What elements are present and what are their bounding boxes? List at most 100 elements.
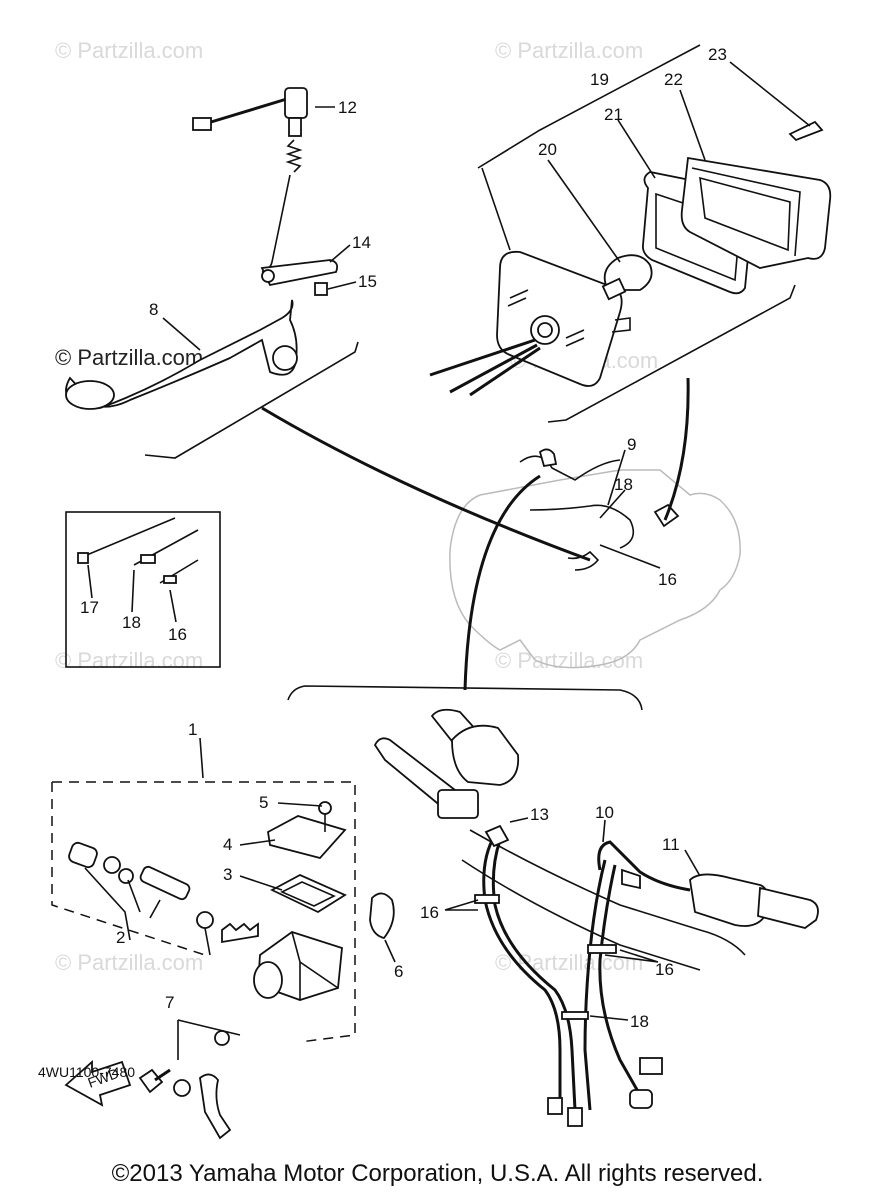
leader-15 [327, 281, 357, 290]
pointer-harness-to-atv [463, 474, 541, 691]
brake-switch-stem [288, 117, 302, 137]
callout-5: 5 [259, 793, 268, 812]
callout-11: 11 [662, 835, 680, 854]
leader-8 [162, 317, 201, 351]
brake-switch-spring [285, 139, 303, 173]
leader-22 [679, 89, 706, 161]
leader-4 [239, 839, 276, 846]
piston [139, 865, 191, 901]
bracket-screw [314, 282, 328, 296]
piston-ring-1 [103, 856, 121, 874]
tail-lens-edge [691, 167, 801, 257]
brake-switch-connector-13 [484, 824, 510, 848]
diaphragm-inner [280, 881, 336, 907]
cable-tie-17 [81, 517, 176, 558]
callout-2: 2 [116, 928, 125, 947]
piston-ring-2 [118, 868, 134, 884]
lens-screw [788, 120, 824, 142]
copyright-notice: ©2013 Yamaha Motor Corporation, U.S.A. A… [111, 1160, 764, 1187]
brake-hose-fitting [199, 1073, 232, 1140]
harness-connector-b [567, 1107, 583, 1127]
callout-16-right: 16 [655, 960, 674, 979]
clamp-inset [65, 511, 221, 668]
group-base-outline [144, 341, 359, 459]
drawing-code: 4WU1100-7480 [38, 1064, 135, 1080]
leader-14 [329, 244, 351, 263]
harness-main-1 [482, 834, 562, 1100]
cap-screw-head [318, 801, 332, 815]
pointer-tail-to-atv [663, 377, 690, 521]
leader-1 [199, 737, 204, 779]
callout-22: 22 [664, 70, 683, 89]
callout-20: 20 [538, 140, 557, 159]
switch-lead-connector [621, 868, 641, 890]
leader-23 [729, 61, 811, 127]
piston-seal [196, 911, 214, 929]
atv-grip [538, 448, 558, 468]
band-16-clip [163, 575, 177, 584]
tail-light-group [429, 44, 832, 423]
union-bolt-shaft [154, 1068, 171, 1082]
switch-bracket [260, 259, 339, 287]
callout-16-inset: 16 [168, 625, 187, 644]
callout-9: 9 [627, 435, 636, 454]
atv-silhouette [449, 448, 741, 669]
harness-main-2 [491, 839, 577, 1111]
leader-9 [607, 449, 626, 506]
atv-outline [449, 469, 741, 669]
clamp-16-right [587, 944, 617, 954]
leader-20 [547, 159, 621, 263]
right-grip [757, 886, 819, 929]
harness-main-4 [598, 864, 642, 1096]
callout-21: 21 [604, 105, 623, 124]
tail-wire-2 [449, 343, 538, 394]
harness-connector-d [639, 1057, 663, 1075]
tail-wire-3 [469, 346, 541, 397]
union-washer [173, 1079, 191, 1097]
harness-connector-c [629, 1089, 653, 1109]
pedal-pivot [272, 345, 298, 371]
reservoir-cap [267, 815, 347, 860]
base-slot-4 [565, 337, 585, 347]
callout-1: 1 [188, 720, 197, 739]
callout-14: 14 [352, 233, 371, 252]
callout-15: 15 [358, 272, 377, 291]
callout-16-atv: 16 [658, 570, 677, 589]
tail-group-base-outline [547, 284, 796, 423]
watermark-brake: © Partzilla.com [55, 345, 203, 370]
return-spring [221, 922, 259, 944]
callout-8: 8 [149, 300, 158, 319]
leader-18-harness [589, 1015, 629, 1021]
leader-6 [384, 939, 396, 963]
tail-wire-1 [429, 338, 536, 377]
kit-dashed-frame-left [51, 782, 206, 956]
inset-frame [65, 511, 221, 668]
leader-17 [87, 564, 93, 599]
handlebar-harness-group [287, 685, 819, 1127]
leader-2 [84, 867, 211, 956]
base-slot-1 [509, 289, 529, 299]
band-18-clip [140, 554, 156, 564]
leader-18-inset [131, 569, 135, 613]
kit-dashed-frame [52, 781, 356, 1043]
callout-18-harness: 18 [630, 1012, 649, 1031]
union-washer-2 [214, 1030, 230, 1046]
fwd-arrow [64, 1060, 132, 1107]
tail-lens-inner [699, 176, 791, 252]
callout-17: 17 [80, 598, 99, 617]
leader-3 [239, 875, 283, 891]
leader-16-inset [169, 589, 177, 623]
watermark-bottom-left: © Partzilla.com [55, 950, 203, 975]
callout-4: 4 [223, 835, 232, 854]
base-slot-3 [565, 329, 585, 339]
handlebar-lower [461, 859, 701, 971]
callout-7: 7 [165, 993, 174, 1012]
tail-lens [680, 156, 832, 269]
body-mount [253, 961, 283, 999]
reservoir-diaphragm [270, 873, 347, 914]
callout-19: 19 [590, 70, 609, 89]
watermark-top-right: © Partzilla.com [495, 38, 643, 63]
cable-tie-17-head [77, 552, 89, 564]
harness-connector-a [547, 1097, 563, 1115]
callout-13: 13 [530, 805, 549, 824]
